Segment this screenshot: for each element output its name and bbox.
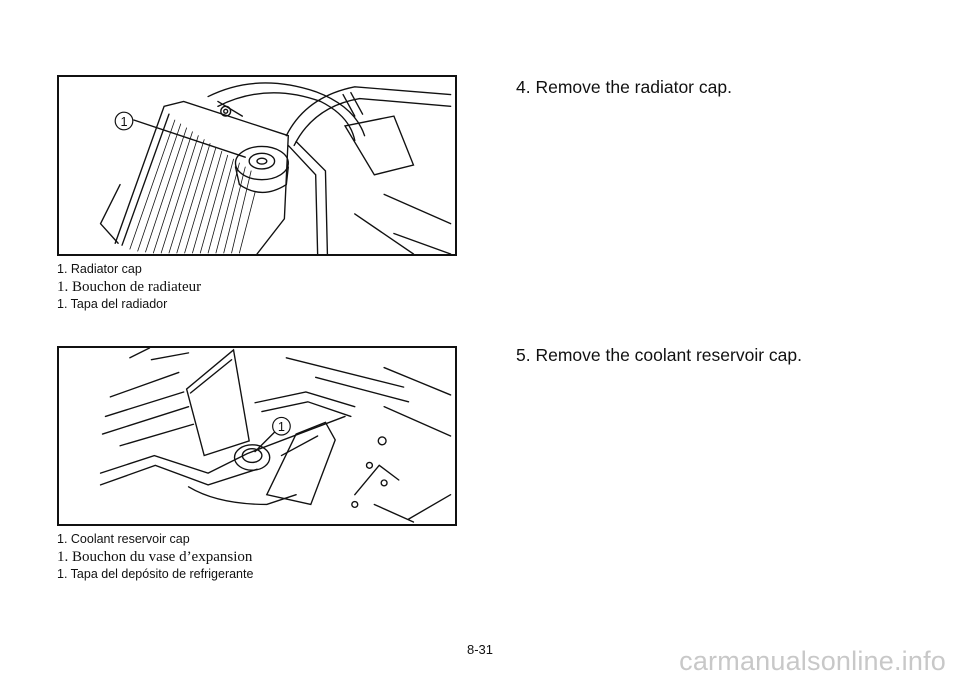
caption-spanish: 1. Tapa del depósito de refrigerante: [57, 567, 254, 581]
radiator-illustration: 1: [99, 82, 452, 254]
step-4-instruction: 4. Remove the radiator cap.: [516, 77, 732, 97]
step-5-instruction: 5. Remove the coolant reservoir cap.: [516, 345, 802, 365]
page-number: 8-31: [466, 642, 494, 657]
watermark: carmanualsonline.info: [679, 646, 946, 676]
figure1-caption: 1. Radiator cap 1. Bouchon de radiateur …: [57, 263, 477, 311]
figure-coolant-reservoir-cap: 1: [57, 346, 457, 526]
figure1-callout: 1: [120, 114, 127, 129]
figure-radiator-cap: 1: [57, 75, 457, 256]
caption-english: 1. Radiator cap: [57, 262, 142, 276]
caption-spanish: 1. Tapa del radiador: [57, 297, 168, 311]
caption-french: 1. Bouchon du vase d’expansion: [57, 549, 253, 565]
figure2-callout: 1: [278, 419, 285, 434]
figure2-caption: 1. Coolant reservoir cap 1. Bouchon du v…: [57, 533, 477, 581]
caption-french: 1. Bouchon de radiateur: [57, 279, 202, 295]
caption-english: 1. Coolant reservoir cap: [57, 532, 190, 546]
reservoir-illustration: 1: [99, 348, 452, 523]
